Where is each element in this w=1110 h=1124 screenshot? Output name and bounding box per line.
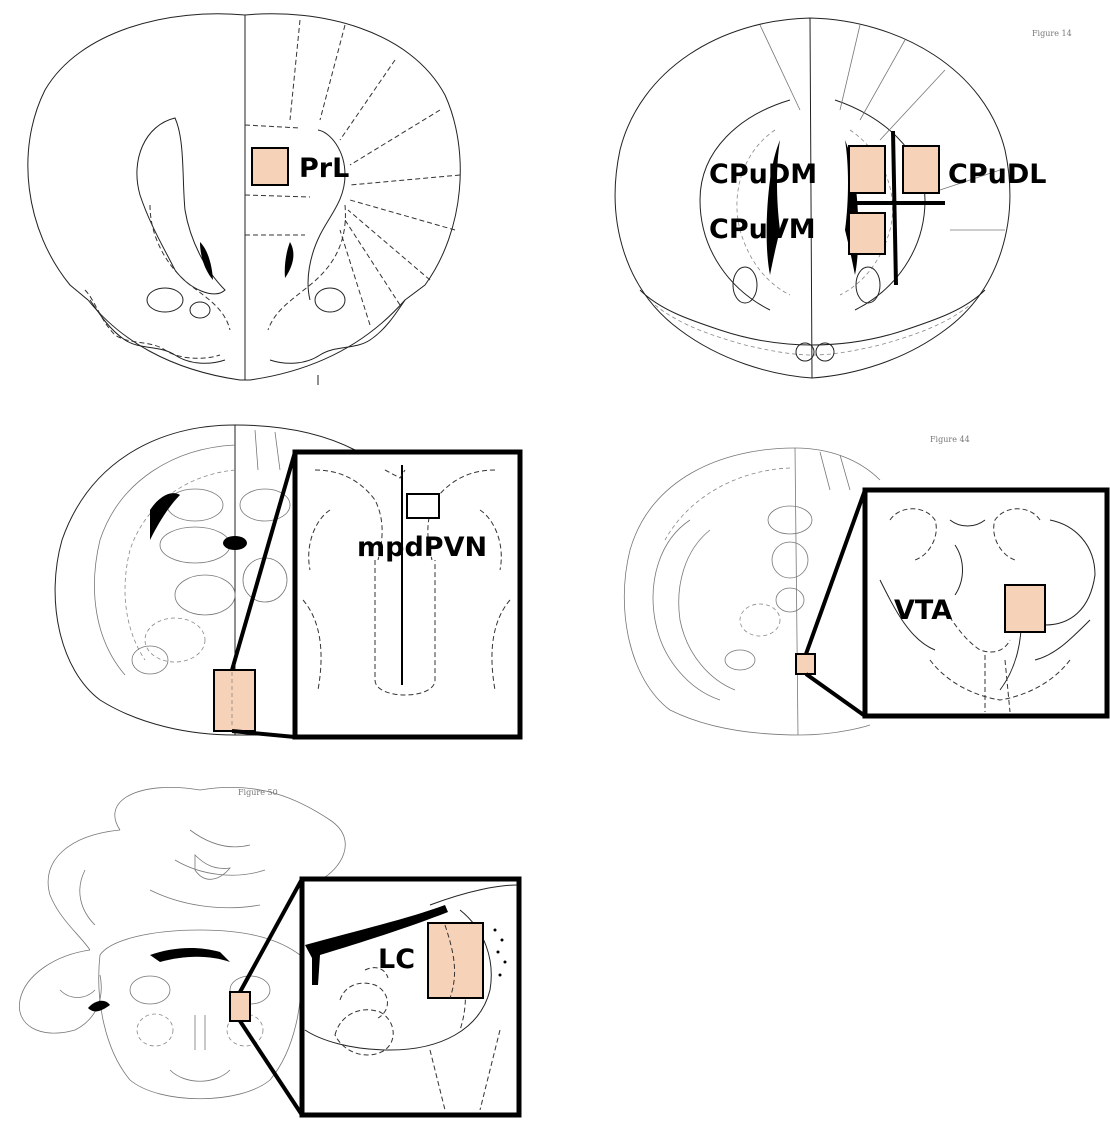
prl-right-nucleus: [315, 288, 345, 312]
striatum-dl-roi-box: [903, 146, 939, 193]
prl-label: PrL: [299, 153, 349, 184]
striatum-cortical-dividers: [760, 25, 1005, 230]
striatum-left-inner: [737, 130, 790, 295]
vta-tick-2: [840, 455, 850, 490]
lc-fourth-ventricle: [150, 948, 230, 962]
striatum-vm-label: CPuVM: [709, 214, 816, 245]
panel-striatum: Figure 14: [615, 18, 1071, 378]
panel-vta: Figure 44: [624, 435, 1107, 735]
pvn-roi-box: [214, 670, 255, 731]
pvn-leader-bottom: [232, 731, 295, 737]
prl-right-ventral-layer: [270, 300, 405, 363]
striatum-olfactory-right: [816, 343, 834, 361]
vta-roi-box: [796, 654, 815, 674]
vta-label: VTA: [894, 595, 952, 626]
pvn-leader-top: [232, 452, 295, 670]
striatum-vertical-divider: [893, 131, 896, 285]
striatum-midline: [810, 18, 812, 378]
striatum-ventral-layer: [640, 290, 985, 345]
prl-right-ventricle: [285, 242, 294, 278]
panel-prl: PrL: [28, 14, 460, 385]
striatum-dm-label: CPuDM: [709, 159, 817, 190]
vta-tick-1: [820, 452, 830, 490]
prl-right-hemisphere: [245, 14, 460, 380]
lc-cerebellum-outline: [115, 787, 346, 880]
vta-hippocampus-2: [679, 530, 735, 690]
lc-label: LC: [378, 944, 415, 975]
lc-leader-top: [240, 879, 302, 992]
vta-hippocampus: [653, 520, 720, 700]
vta-midbrain-structures: [725, 506, 812, 670]
striatum-dl-label: CPuDL: [948, 159, 1046, 190]
prl-left-nucleus-2: [190, 302, 210, 318]
striatum-olfactory-left: [796, 343, 814, 361]
pvn-tick-2: [275, 432, 280, 470]
pvn-brain-outline-right: [235, 425, 355, 450]
striatum-brain-outline: [615, 18, 1010, 378]
striatum-figure-caption: Figure 14: [1032, 29, 1072, 38]
vta-figure-caption: Figure 44: [930, 435, 970, 444]
pvn-cortex-layer: [125, 470, 235, 660]
prl-left-nucleus: [147, 288, 183, 312]
panel-pvn: mpdPVN: [55, 425, 520, 737]
pvn-tick-1: [255, 430, 258, 470]
vta-leader-top: [806, 490, 865, 654]
lc-lateral-recess: [88, 1001, 110, 1012]
lc-inset-roi-box: [428, 923, 483, 998]
lc-flocculus: [19, 950, 101, 1033]
prl-left-hemisphere: [28, 14, 245, 380]
lc-inset-frame: [302, 879, 519, 1115]
prl-left-ventral-layer-2: [90, 300, 225, 363]
prl-roi-box: [252, 148, 288, 185]
pvn-third-ventricle: [223, 536, 247, 550]
vta-inset-roi-box: [1005, 585, 1045, 632]
pvn-label: mpdPVN: [357, 532, 487, 563]
lc-cerebellar-lobules: [60, 830, 265, 998]
pvn-inset-roi-box: [407, 494, 439, 518]
striatum-vm-roi-box: [849, 213, 885, 254]
vta-cortex-layer: [665, 468, 790, 540]
striatum-left-ac: [733, 267, 757, 303]
vta-midline: [795, 448, 798, 735]
panel-lc: Figure 50: [19, 787, 519, 1115]
vta-leader-bottom: [806, 674, 865, 716]
lc-roi-box: [230, 992, 250, 1021]
striatum-dm-roi-box: [849, 146, 885, 193]
vta-brain-outline-right: [795, 448, 880, 480]
prl-left-ventricle: [200, 242, 213, 280]
lc-cerebellum-left: [48, 830, 120, 950]
